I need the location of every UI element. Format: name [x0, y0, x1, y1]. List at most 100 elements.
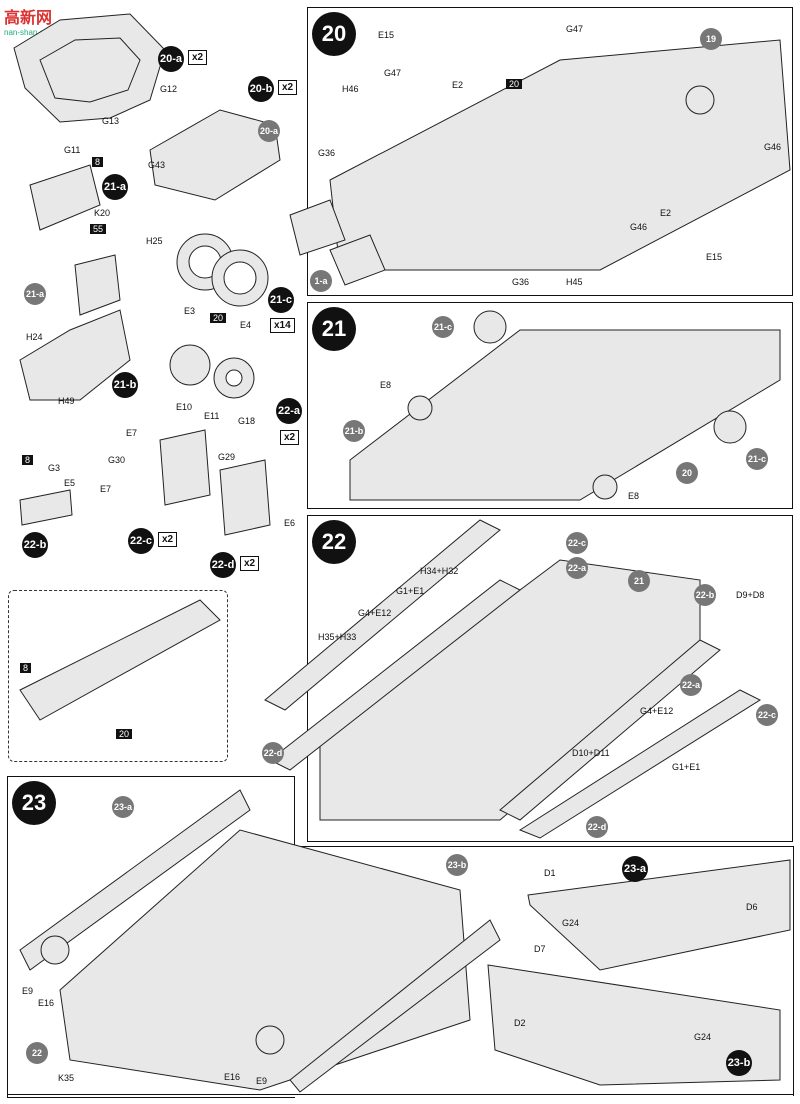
logo-url: nan-shan.com: [4, 28, 55, 37]
part-G29: G29: [218, 452, 236, 462]
part-G36a: G36: [318, 148, 336, 158]
part-E2a: E2: [452, 80, 464, 90]
part-D9D8: D9+D8: [736, 590, 765, 600]
part-H45: H45: [566, 277, 583, 287]
part-K35: K35: [58, 1073, 75, 1083]
part-E16a: E16: [38, 998, 55, 1008]
part-H24: H24: [26, 332, 43, 342]
ref-22c-a: 22-c: [566, 532, 588, 554]
step-23-connector: [294, 776, 295, 846]
part-E10: E10: [176, 402, 193, 412]
part-G11: G11: [64, 145, 81, 155]
step-23-divider: [294, 846, 793, 847]
subassembly-21c: 21-c: [268, 287, 294, 313]
part-G30: G30: [108, 455, 126, 465]
part-H34H32: H34+H32: [420, 566, 459, 576]
ref-23a: 23-a: [112, 796, 134, 818]
part-E2b: E2: [660, 208, 672, 218]
ref-21c-a: 21-c: [432, 316, 454, 338]
multiplier-22c: x2: [158, 532, 178, 547]
part-E5: E5: [64, 478, 76, 488]
paint-ref-20b: 20: [116, 729, 133, 739]
step-number-21: 21: [312, 307, 356, 351]
logo-text: 高新网: [4, 8, 53, 27]
ref-21c-b: 21-c: [746, 448, 768, 470]
part-G24a: G24: [562, 918, 580, 928]
subassembly-22a: 22-a: [276, 398, 302, 424]
multiplier-21c: x14: [270, 318, 295, 333]
ref-22d-a: 22-d: [262, 742, 284, 764]
ref-22a-a: 22-a: [566, 557, 588, 579]
multiplier-22d: x2: [240, 556, 260, 571]
detail-inset: [8, 590, 228, 762]
part-G43: G43: [148, 160, 166, 170]
paint-ref-8c: 8: [20, 663, 32, 673]
part-E9a: E9: [22, 986, 34, 996]
paint-ref-8: 8: [92, 157, 104, 167]
subassembly-22c: 22-c: [128, 528, 154, 554]
part-K20: K20: [94, 208, 111, 218]
step-number-20: 20: [312, 12, 356, 56]
part-G47b: G47: [384, 68, 402, 78]
part-D7: D7: [534, 944, 546, 954]
part-E11: E11: [204, 411, 220, 421]
subassembly-23b: 23-b: [726, 1050, 752, 1076]
part-G1E1a: G1+E1: [396, 586, 425, 596]
part-D10D11: D10+D11: [572, 748, 610, 758]
step-23-border-extra: [7, 1094, 793, 1095]
part-D2: D2: [514, 1018, 526, 1028]
paint-ref-8b: 8: [22, 455, 34, 465]
ref-22c-b: 22-c: [756, 704, 778, 726]
multiplier-22a: x2: [280, 430, 300, 445]
part-G36b: G36: [512, 277, 530, 287]
part-H46: H46: [342, 84, 359, 94]
part-E3: E3: [184, 306, 196, 316]
step-23-right-border: [793, 846, 794, 1096]
part-G13: G13: [102, 116, 120, 126]
subassembly-22b: 22-b: [22, 532, 48, 558]
part-H25: H25: [146, 236, 163, 246]
ref-19: 19: [700, 28, 722, 50]
part-E7a: E7: [126, 428, 138, 438]
ref-1a: 1-a: [310, 270, 332, 292]
part-E15b: E15: [706, 252, 723, 262]
step-number-22: 22: [312, 520, 356, 564]
part-G47a: G47: [566, 24, 584, 34]
part-G3: G3: [48, 463, 61, 473]
part-E9b: E9: [256, 1076, 268, 1086]
ref-22: 22: [26, 1042, 48, 1064]
ref-21a: 21-a: [24, 283, 46, 305]
multiplier-20b: x2: [278, 80, 298, 95]
ref-22a-b: 22-a: [680, 674, 702, 696]
subassembly-20a: 20-a: [158, 46, 184, 72]
part-H49: H49: [58, 396, 75, 406]
paint-ref-20a: 20: [210, 313, 227, 323]
ref-20: 20: [676, 462, 698, 484]
part-G1E1b: G1+E1: [672, 762, 701, 772]
part-G24b: G24: [694, 1032, 712, 1042]
part-H35H33: H35+H33: [318, 632, 357, 642]
part-E4: E4: [240, 320, 252, 330]
watermark-logo: 高新网 nan-shan.com: [4, 4, 55, 37]
subassembly-22d: 22-d: [210, 552, 236, 578]
ref-23b: 23-b: [446, 854, 468, 876]
part-G12: G12: [160, 84, 178, 94]
multiplier-20a: x2: [188, 50, 208, 65]
part-E16b: E16: [224, 1072, 241, 1082]
ref-22d-b: 22-d: [586, 816, 608, 838]
ref-21b: 21-b: [343, 420, 365, 442]
part-G46b: G46: [630, 222, 648, 232]
part-D1: D1: [544, 868, 556, 878]
part-D6: D6: [746, 902, 758, 912]
ref-20a: 20-a: [258, 120, 280, 142]
part-E6: E6: [284, 518, 296, 528]
paint-ref-20c: 20: [506, 79, 523, 89]
part-G4E12b: G4+E12: [640, 706, 674, 716]
paint-ref-55: 55: [90, 224, 107, 234]
part-G18: G18: [238, 416, 256, 426]
part-G46a: G46: [764, 142, 782, 152]
subassembly-23a: 23-a: [622, 856, 648, 882]
part-E15: E15: [378, 30, 395, 40]
subassembly-21a: 21-a: [102, 174, 128, 200]
